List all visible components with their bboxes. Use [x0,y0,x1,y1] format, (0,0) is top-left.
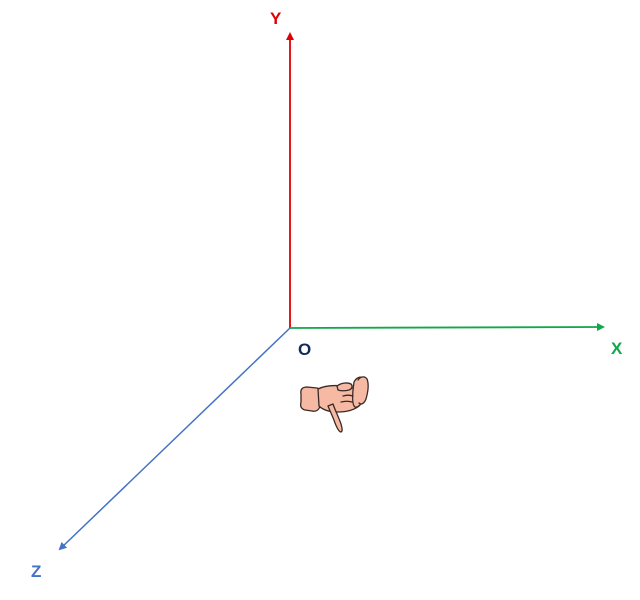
z-axis-label: Z [31,562,41,581]
z-axis-line [58,327,291,551]
hand-pointing-down-icon [299,376,369,433]
x-axis-line [289,323,605,332]
origin-label: O [298,340,311,359]
y-axis-label: Y [270,9,282,28]
x-axis-label: X [611,339,623,358]
